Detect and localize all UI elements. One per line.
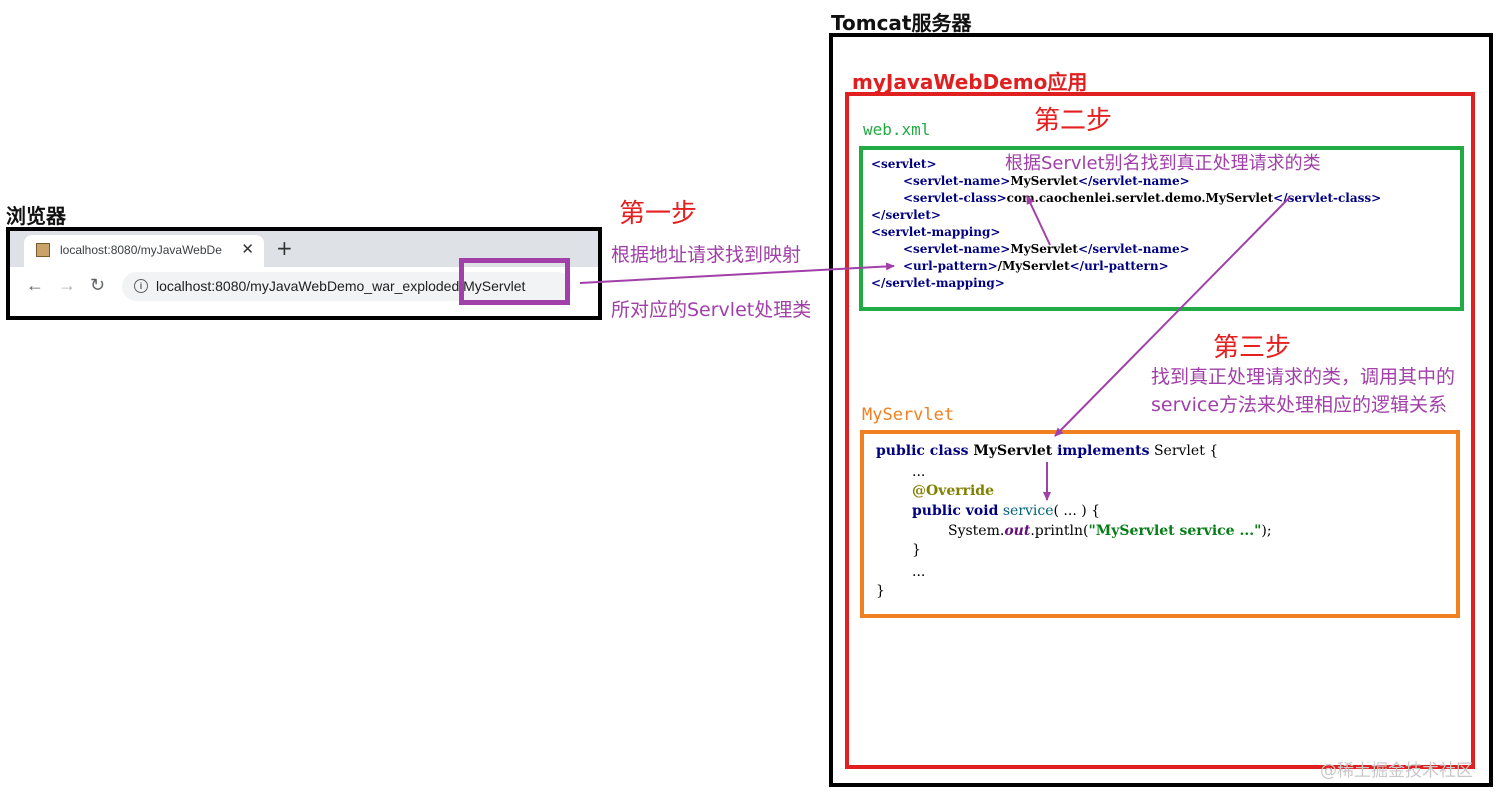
step2-note: 根据Servlet别名找到真正处理请求的类 [1005,153,1321,174]
code-line: ... [912,464,926,480]
app-box [845,92,1475,769]
webxml-label: web.xml [863,120,931,139]
step1-note-1: 根据地址请求找到映射 [611,244,802,266]
step3-note-2: service方法来处理相应的逻辑关系 [1151,394,1448,416]
code-line: } [876,583,885,599]
browser-tab[interactable]: localhost:8080/myJavaWebDe ✕ [24,235,264,267]
code-line: <url-pattern>/MyServlet</url-pattern> [903,259,1169,273]
code-line: <servlet-name>MyServlet</servlet-name> [903,242,1190,256]
code-line: @Override [912,483,995,499]
forward-icon[interactable]: → [58,275,76,295]
myservlet-label: MyServlet [862,405,955,425]
step3-label: 第三步 [1213,333,1292,363]
step2-label: 第二步 [1034,106,1113,136]
code-line: public class MyServlet implements Servle… [876,443,1219,459]
code-line: System.out.println("MyServlet service ..… [948,523,1272,539]
favicon-icon [36,243,50,257]
arrow-step2 [1026,195,1051,246]
tab-title: localhost:8080/myJavaWebDe [60,243,222,257]
app-title: myJavaWebDemo应用 [852,70,1088,94]
myservlet-code: public class MyServlet implements Servle… [0,126,1504,599]
code-line: <servlet-mapping> [871,225,1001,239]
url-text[interactable]: localhost:8080/myJavaWebDemo_war_explode… [156,278,526,294]
address-bar[interactable]: i localhost:8080/myJavaWebDemo_war_explo… [122,272,572,301]
tomcat-title: Tomcat服务器 [831,11,972,35]
browser-window: localhost:8080/myJavaWebDe ✕ + ← → ↻ i l… [6,227,602,320]
webxml-code: <servlet> <servlet-name>MyServlet</servl… [0,0,1504,290]
info-icon[interactable]: i [134,279,148,293]
myservlet-box [860,430,1460,618]
code-line: <servlet-name>MyServlet</servlet-name> [903,174,1190,188]
step1-note-2: 所对应的Servlet处理类 [611,299,812,321]
code-line: } [912,542,921,558]
code-line: <servlet> [871,157,937,171]
step1-label: 第一步 [619,199,698,229]
arrow-step3-a [1054,196,1291,437]
url-highlight-box [459,258,570,305]
code-line: </servlet> [871,208,941,222]
arrow-step1 [579,262,895,284]
new-tab-icon[interactable]: + [276,236,293,260]
reload-icon[interactable]: ↻ [90,275,106,295]
code-line: </servlet-mapping> [871,276,1005,290]
tomcat-box [829,33,1493,787]
close-icon[interactable]: ✕ [241,241,254,258]
step3-note-1: 找到真正处理请求的类，调用其中的 [1151,366,1456,388]
back-icon[interactable]: ← [26,275,44,295]
code-line: <servlet-class>com.caochenlei.servlet.de… [903,191,1382,205]
browser-title: 浏览器 [6,204,66,228]
watermark: @稀土掘金技术社区 [1320,761,1473,781]
webxml-box [859,146,1464,311]
code-line: public void service( ... ) { [912,503,1101,519]
code-line: ... [912,564,926,580]
